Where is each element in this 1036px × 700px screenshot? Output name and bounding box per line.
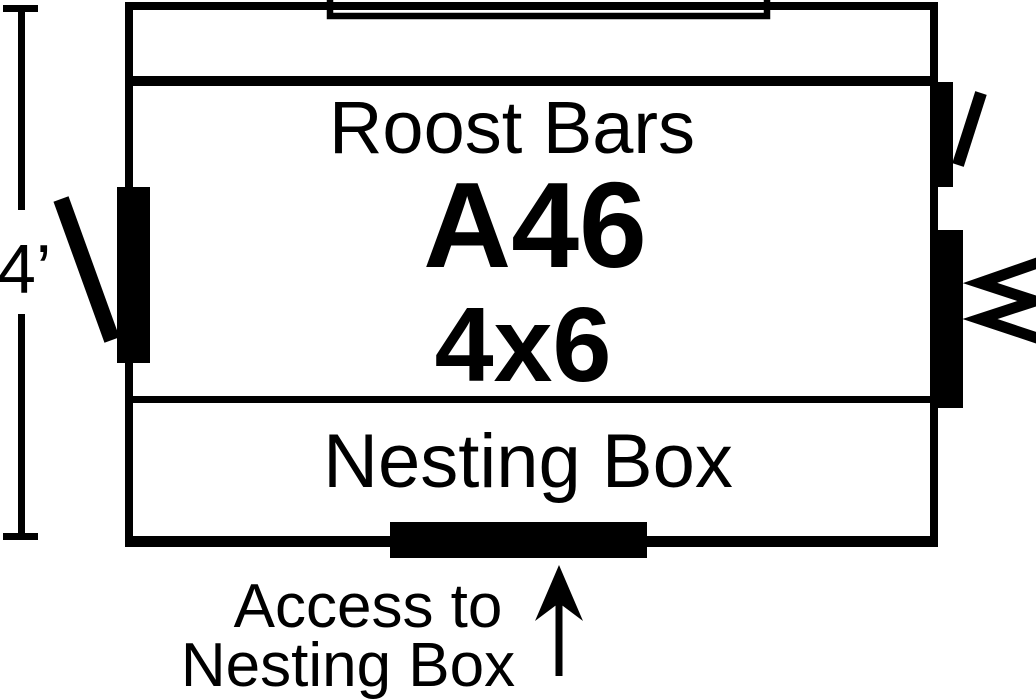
roost-divider-line xyxy=(133,76,930,86)
height-dimension-label: 4’ xyxy=(0,230,51,308)
access-caption-line1: Access to xyxy=(234,572,503,641)
left-door-swing-line xyxy=(53,196,120,343)
nesting-access-hatch xyxy=(390,522,647,558)
right-door-swing-line xyxy=(952,91,987,167)
roost-bars-label: Roost Bars xyxy=(329,86,695,169)
top-window-frame xyxy=(326,0,771,20)
unit-id-label: A46 xyxy=(423,157,647,293)
unit-size-label: 4x6 xyxy=(435,286,612,404)
nesting-divider-line xyxy=(133,396,930,403)
up-arrow-icon xyxy=(535,565,583,621)
right-door-panel xyxy=(930,82,953,187)
left-door-panel xyxy=(117,187,150,363)
access-caption-line2: Nesting Box xyxy=(181,631,515,700)
right-window-panel xyxy=(937,230,963,408)
right-wall xyxy=(930,2,938,547)
right-window-zigzag-icon xyxy=(962,257,1036,344)
top-wall xyxy=(125,2,938,10)
nesting-box-label: Nesting Box xyxy=(323,419,733,504)
